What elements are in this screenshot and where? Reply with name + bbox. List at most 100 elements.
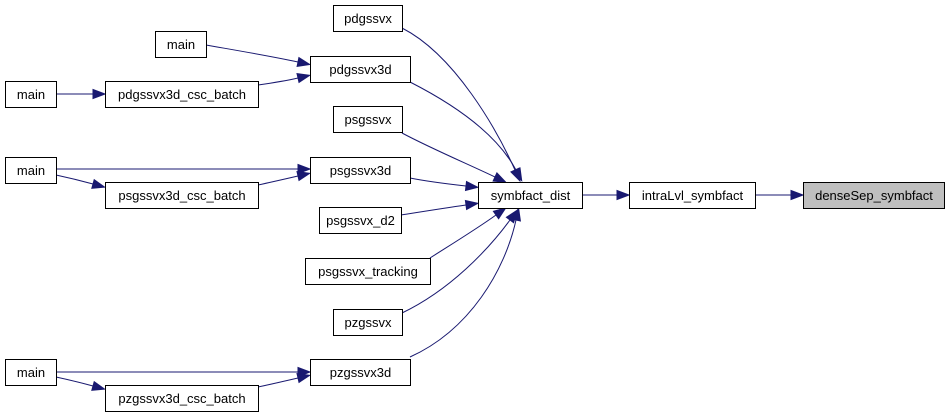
node-pzgssvx3d-csc-batch[interactable]: pzgssvx3d_csc_batch — [105, 385, 259, 412]
node-label: pdgssvx3d — [329, 62, 391, 77]
node-main-pd-batch[interactable]: main — [5, 81, 57, 108]
edge-pdgssvx-to-symbfact_dist — [401, 27, 521, 183]
node-box — [319, 207, 402, 234]
node-label: pzgssvx3d_csc_batch — [118, 391, 245, 406]
edge-line — [409, 219, 517, 358]
node-psgssvx3d[interactable]: psgssvx3d — [310, 157, 411, 184]
node-box — [333, 309, 403, 336]
node-box — [803, 182, 945, 209]
node-box — [310, 359, 411, 386]
node-label: intraLvl_symbfact — [642, 188, 744, 203]
edge-psgssvx3d_csc_batch-to-psgssvx3d — [257, 171, 312, 186]
arrowhead — [616, 189, 631, 201]
edge-main_pd-to-pdgssvx3d — [205, 44, 312, 68]
node-label: psgssvx3d — [330, 163, 391, 178]
arrowhead — [511, 167, 523, 182]
arrowhead — [91, 380, 106, 391]
node-label: psgssvx — [345, 112, 392, 127]
edge-line — [429, 214, 497, 259]
arrowhead — [296, 73, 312, 84]
node-box — [105, 81, 259, 108]
edge-main_pd_batch-to-pdgssvx3d_csc_batch — [56, 88, 107, 100]
arrowhead — [464, 199, 480, 211]
node-box — [478, 182, 583, 209]
edge-psgssvx_tracking-to-symbfact_dist — [429, 207, 507, 259]
node-box — [333, 106, 403, 133]
node-box — [105, 385, 259, 412]
arrowhead — [91, 178, 106, 189]
node-label: main — [17, 365, 45, 380]
edge-line — [401, 27, 516, 171]
node-label: main — [167, 37, 195, 52]
node-label: pzgssvx — [345, 315, 392, 330]
edge-main_ps-to-psgssvx3d_csc_batch — [55, 174, 106, 189]
edge-line — [55, 174, 94, 185]
arrowhead — [92, 88, 107, 100]
node-box — [310, 157, 411, 184]
edge-line — [401, 132, 496, 178]
arrowhead — [790, 189, 805, 201]
edges-layer — [55, 27, 805, 391]
edge-line — [401, 219, 511, 314]
node-label: pdgssvx — [344, 11, 392, 26]
edge-pzgssvx3d_csc_batch-to-pzgssvx3d — [257, 373, 312, 388]
edge-line — [55, 376, 94, 387]
node-box — [155, 31, 207, 58]
node-label: main — [17, 87, 45, 102]
arrowhead — [510, 206, 521, 222]
node-box — [5, 81, 57, 108]
node-box — [5, 359, 57, 386]
node-label: psgssvx_d2 — [326, 213, 395, 228]
arrowhead — [464, 180, 480, 192]
node-label: main — [17, 163, 45, 178]
node-psgssvx-tracking[interactable]: psgssvx_tracking — [305, 258, 431, 285]
node-psgssvx3d-csc-batch[interactable]: psgssvx3d_csc_batch — [105, 182, 259, 209]
edge-line — [409, 81, 517, 171]
node-pdgssvx[interactable]: pdgssvx — [333, 5, 403, 32]
node-box — [305, 258, 431, 285]
edge-line — [409, 177, 467, 187]
arrowhead — [297, 163, 312, 175]
node-box — [333, 5, 403, 32]
node-denseSep-symbfact[interactable]: denseSep_symbfact — [803, 182, 945, 209]
node-pdgssvx3d[interactable]: pdgssvx3d — [310, 56, 411, 83]
node-label: denseSep_symbfact — [815, 188, 933, 203]
node-label: symbfact_dist — [491, 188, 571, 203]
node-main-pz[interactable]: main — [5, 359, 57, 386]
node-label: pzgssvx3d — [330, 365, 391, 380]
arrowhead — [492, 172, 508, 183]
edge-main_pz-to-pzgssvx3d_csc_batch — [55, 376, 106, 391]
node-box — [105, 182, 259, 209]
edge-pzgssvx3d-to-symbfact_dist — [409, 206, 521, 358]
node-main-pd[interactable]: main — [155, 31, 207, 58]
edge-symbfact_dist-to-intraLvl_symbfact — [582, 189, 631, 201]
edge-main_ps-to-psgssvx3d — [56, 163, 312, 175]
arrowhead — [492, 207, 507, 220]
edge-line — [400, 204, 467, 216]
node-pzgssvx[interactable]: pzgssvx — [333, 309, 403, 336]
edge-psgssvx-to-symbfact_dist — [401, 132, 508, 183]
node-psgssvx-d2[interactable]: psgssvx_d2 — [319, 207, 402, 234]
edge-line — [205, 44, 299, 63]
node-label: psgssvx3d_csc_batch — [118, 188, 245, 203]
arrowhead — [296, 373, 312, 384]
edge-psgssvx3d-to-symbfact_dist — [409, 177, 480, 192]
node-intraLvl-symbfact[interactable]: intraLvl_symbfact — [629, 182, 756, 209]
node-box — [310, 56, 411, 83]
edge-main_pz-to-pzgssvx3d — [56, 366, 312, 378]
node-psgssvx[interactable]: psgssvx — [333, 106, 403, 133]
nodes-layer: denseSep_symbfact intraLvl_symbfact symbfa… — [5, 5, 945, 412]
node-label: psgssvx_tracking — [318, 264, 418, 279]
arrowhead — [296, 171, 312, 182]
edge-line — [257, 77, 299, 86]
node-main-ps[interactable]: main — [5, 157, 57, 184]
arrowhead — [296, 56, 312, 68]
node-pdgssvx3d-csc-batch[interactable]: pdgssvx3d_csc_batch — [105, 81, 259, 108]
edge-line — [257, 175, 299, 186]
edge-intraLvl_symbfact-to-denseSep_symbfact — [755, 189, 805, 201]
node-symbfact-dist[interactable]: symbfact_dist — [478, 182, 583, 209]
edge-psgssvx_d2-to-symbfact_dist — [400, 199, 480, 216]
edge-pdgssvx3d-to-symbfact_dist — [409, 81, 523, 182]
node-pzgssvx3d[interactable]: pzgssvx3d — [310, 359, 411, 386]
